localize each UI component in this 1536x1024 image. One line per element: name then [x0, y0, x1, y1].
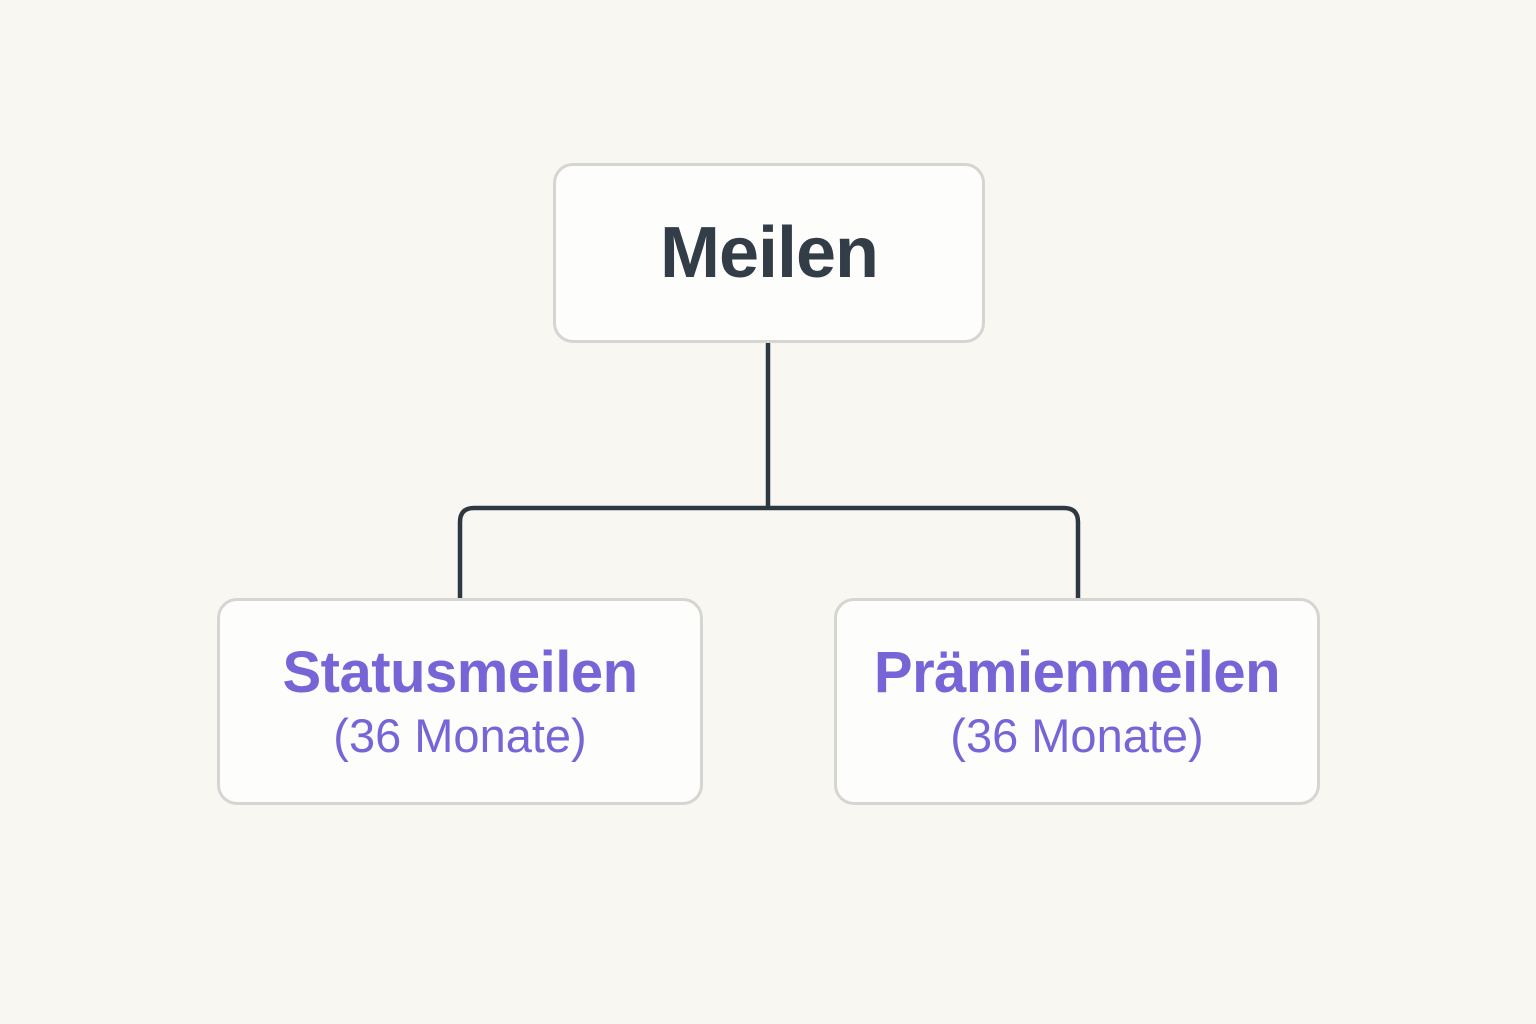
connector-elbow-right [768, 505, 1081, 598]
node-statusmeilen: Statusmeilen (36 Monate) [217, 598, 703, 805]
connector-elbow-left [457, 505, 768, 598]
node-meilen-label: Meilen [659, 213, 879, 293]
node-meilen: Meilen [553, 163, 985, 343]
node-praemienmeilen-label: Prämienmeilen [873, 640, 1281, 705]
node-praemienmeilen-subtitle: (36 Monate) [950, 709, 1204, 762]
node-praemienmeilen: Prämienmeilen (36 Monate) [834, 598, 1320, 805]
node-statusmeilen-label: Statusmeilen [282, 640, 639, 705]
node-statusmeilen-subtitle: (36 Monate) [333, 709, 587, 762]
